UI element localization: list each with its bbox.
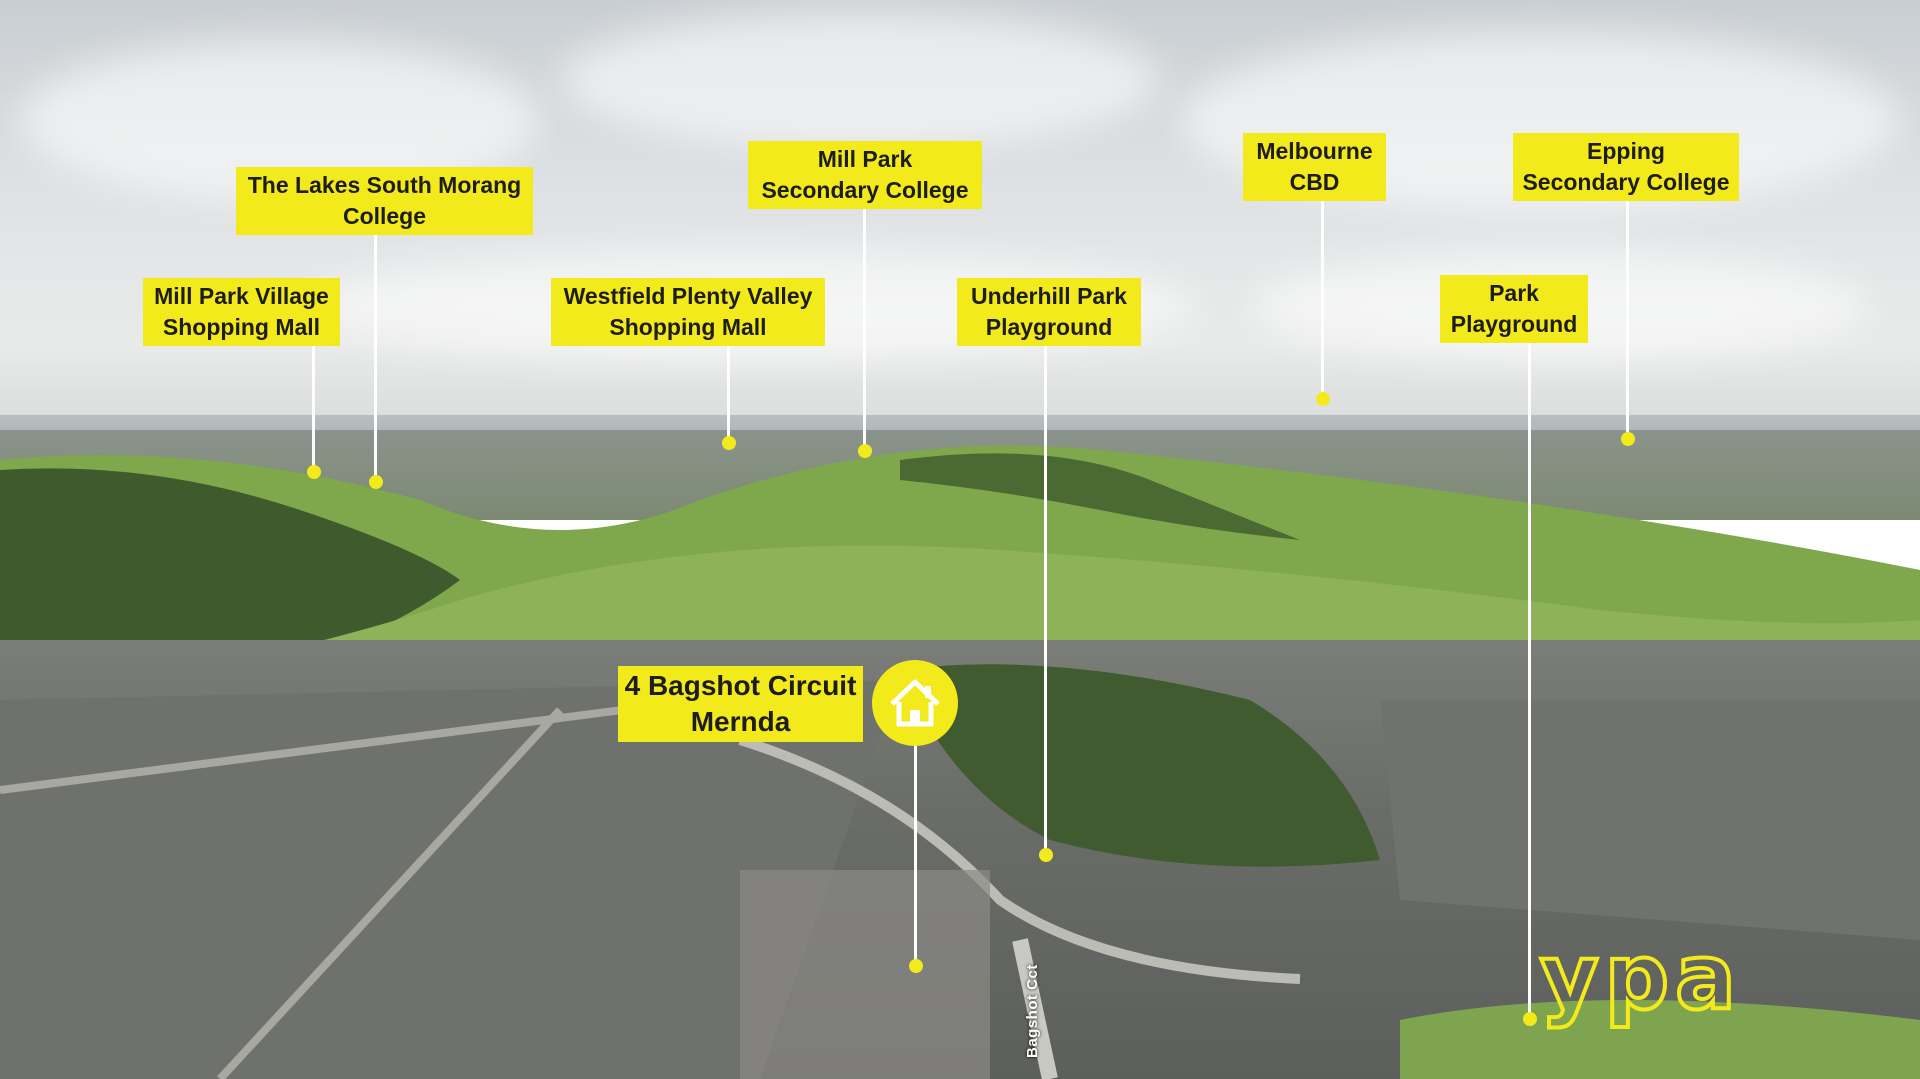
pin-line-underhill: [1044, 345, 1047, 855]
landmark-line2: Secondary College: [1522, 169, 1730, 195]
landmark-line2: Shopping Mall: [162, 314, 321, 340]
landmark-line1: Melbourne: [1256, 138, 1373, 164]
pin-line-park: [1528, 340, 1531, 1018]
landmark-line1: Mill Park: [817, 146, 913, 172]
landmark-line1: Underhill Park: [971, 283, 1127, 309]
landmark-line1: The Lakes South Morang: [247, 172, 522, 198]
marker-underhill: [1039, 848, 1053, 862]
suburbs: [0, 640, 1920, 1079]
pin-line-lakes: [374, 232, 377, 482]
landmark-line1: Park: [1489, 280, 1539, 306]
landmark-line1: Epping: [1587, 138, 1665, 164]
pin-line-westfield: [727, 345, 730, 443]
marker-lakes: [369, 475, 383, 489]
landmark-label-cbd: Melbourne CBD: [1243, 133, 1386, 201]
marker-property: [909, 959, 923, 973]
pin-line-millpark-secondary: [863, 206, 866, 451]
marker-millpark-village: [307, 465, 321, 479]
landmark-label-millpark-secondary: Mill Park Secondary College: [748, 141, 982, 209]
property-label: 4 Bagshot Circuit Mernda: [618, 666, 863, 742]
marker-cbd: [1316, 392, 1330, 406]
landmark-line1: Mill Park Village: [154, 283, 329, 309]
ypa-logo: ypa: [1538, 923, 1742, 1032]
landmark-line2: College: [342, 203, 427, 229]
property-suburb: Mernda: [690, 706, 791, 737]
marker-epping: [1621, 432, 1635, 446]
street-label: Bagshot Cct: [1024, 964, 1041, 1058]
landmark-label-westfield: Westfield Plenty Valley Shopping Mall: [551, 278, 825, 346]
house-icon: [872, 660, 958, 746]
property-address: 4 Bagshot Circuit: [624, 670, 857, 701]
marker-park: [1523, 1012, 1537, 1026]
landmark-line1: Westfield Plenty Valley: [563, 283, 813, 309]
landmark-label-millpark-village: Mill Park Village Shopping Mall: [143, 278, 340, 346]
pin-line-millpark-village: [312, 345, 315, 471]
landmark-line2: Playground: [985, 314, 1113, 340]
marker-millpark-secondary: [858, 444, 872, 458]
landmark-label-park: Park Playground: [1440, 275, 1588, 343]
pin-line-cbd: [1321, 198, 1324, 398]
landmark-line2: Playground: [1450, 311, 1578, 337]
landmark-label-epping: Epping Secondary College: [1513, 133, 1739, 201]
marker-westfield: [722, 436, 736, 450]
landmark-line2: Shopping Mall: [609, 314, 767, 340]
landmark-line2: CBD: [1289, 169, 1340, 195]
landmark-line2: Secondary College: [761, 177, 969, 203]
pin-line-epping: [1626, 198, 1629, 438]
pin-line-property: [914, 740, 917, 965]
landmark-label-lakes: The Lakes South Morang College: [236, 167, 533, 235]
landmark-label-underhill: Underhill Park Playground: [957, 278, 1141, 346]
